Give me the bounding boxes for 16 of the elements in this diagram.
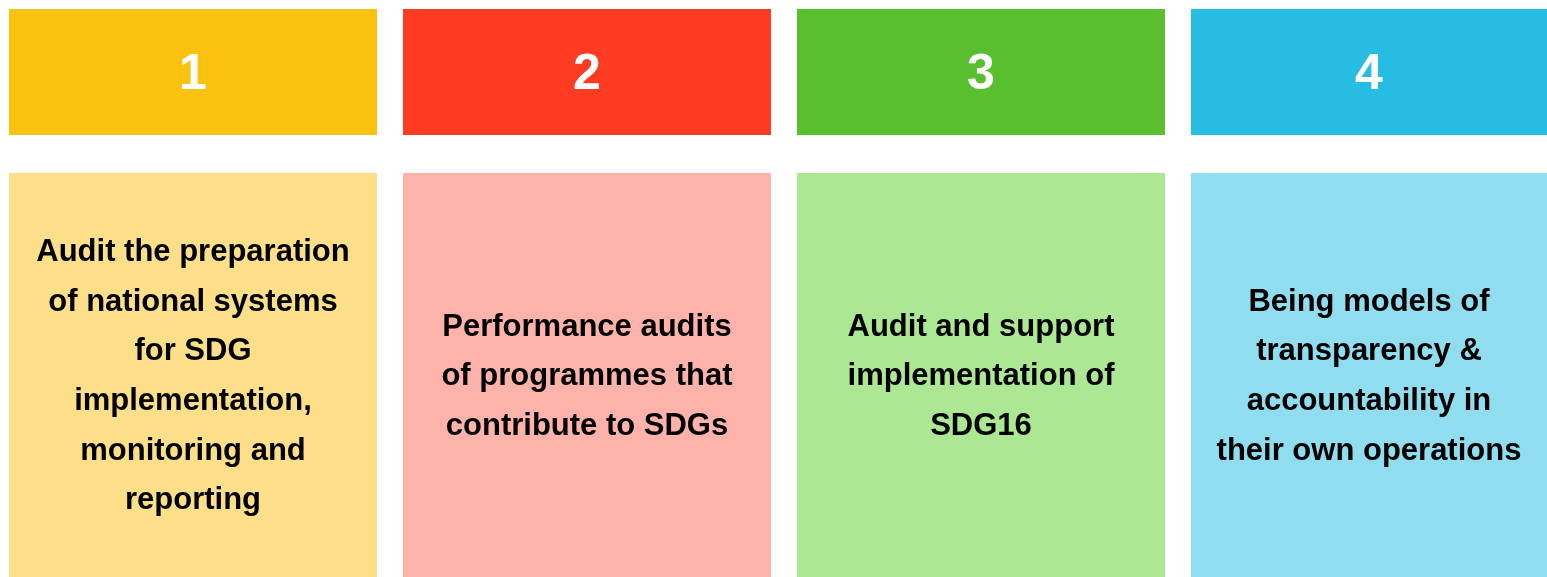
- step-description: Audit and support implementation of SDG16: [846, 306, 1116, 444]
- step-description: Audit the preparation of national systems for SDG implementation, monitoring and reporting: [35, 232, 351, 519]
- number-header-box: [9, 9, 377, 135]
- number-header-box: [797, 9, 1165, 135]
- number-header-box: [1191, 9, 1547, 135]
- description-box: [797, 173, 1165, 577]
- step-number: 4: [1355, 43, 1383, 101]
- step-number: 2: [573, 43, 601, 101]
- description-box: [9, 173, 377, 577]
- step-description: Being models of transparency & accountability in their own operations: [1215, 281, 1523, 469]
- description-box: [1191, 173, 1547, 577]
- step-description: Performance audits of programmes that contribute to SDGs: [440, 306, 734, 444]
- step-number: 1: [179, 43, 207, 101]
- description-box: [403, 173, 771, 577]
- step-number: 3: [967, 43, 995, 101]
- number-header-box: [403, 9, 771, 135]
